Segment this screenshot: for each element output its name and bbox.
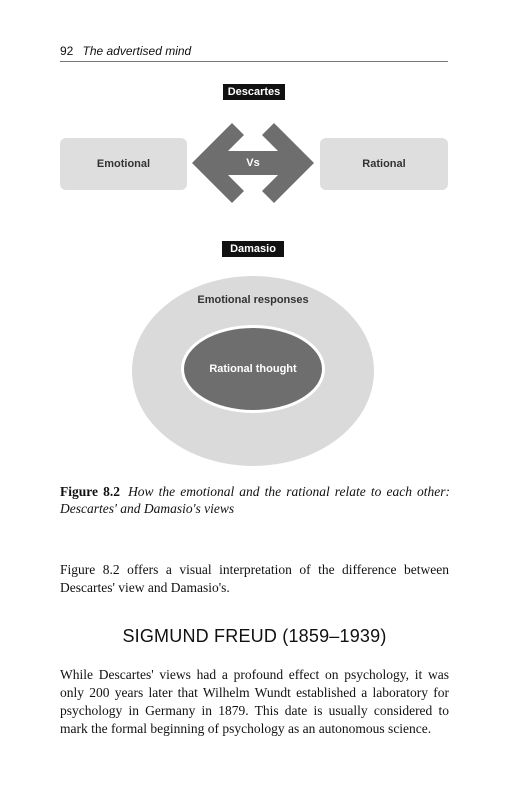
running-head: 92 The advertised mind [60,43,448,62]
damasio-label: Damasio [222,241,284,257]
rational-box: Rational [320,138,448,190]
emotional-box: Emotional [60,138,187,190]
body-paragraph: While Descartes' views had a profound ef… [60,667,449,736]
emotional-responses-label: Emotional responses [197,294,309,306]
descartes-label: Descartes [223,84,285,100]
double-arrow-icon [192,123,314,203]
versus-label: Vs [246,157,260,169]
versus-double-arrow: Vs [192,123,314,203]
body-paragraph: Figure 8.2 offers a visual interpretatio… [60,562,449,595]
figure-caption: Figure 8.2 How the emotional and the rat… [60,483,450,517]
section-heading: SIGMUND FREUD (1859–1939) [122,626,387,646]
rational-thought-oval: Rational thought [181,325,325,413]
figure-caption-text: How the emotional and the rational relat… [60,484,451,516]
book-title: The advertised mind [82,44,192,58]
figure-number: Figure 8.2 [60,484,120,499]
page-number: 92 [60,44,74,58]
